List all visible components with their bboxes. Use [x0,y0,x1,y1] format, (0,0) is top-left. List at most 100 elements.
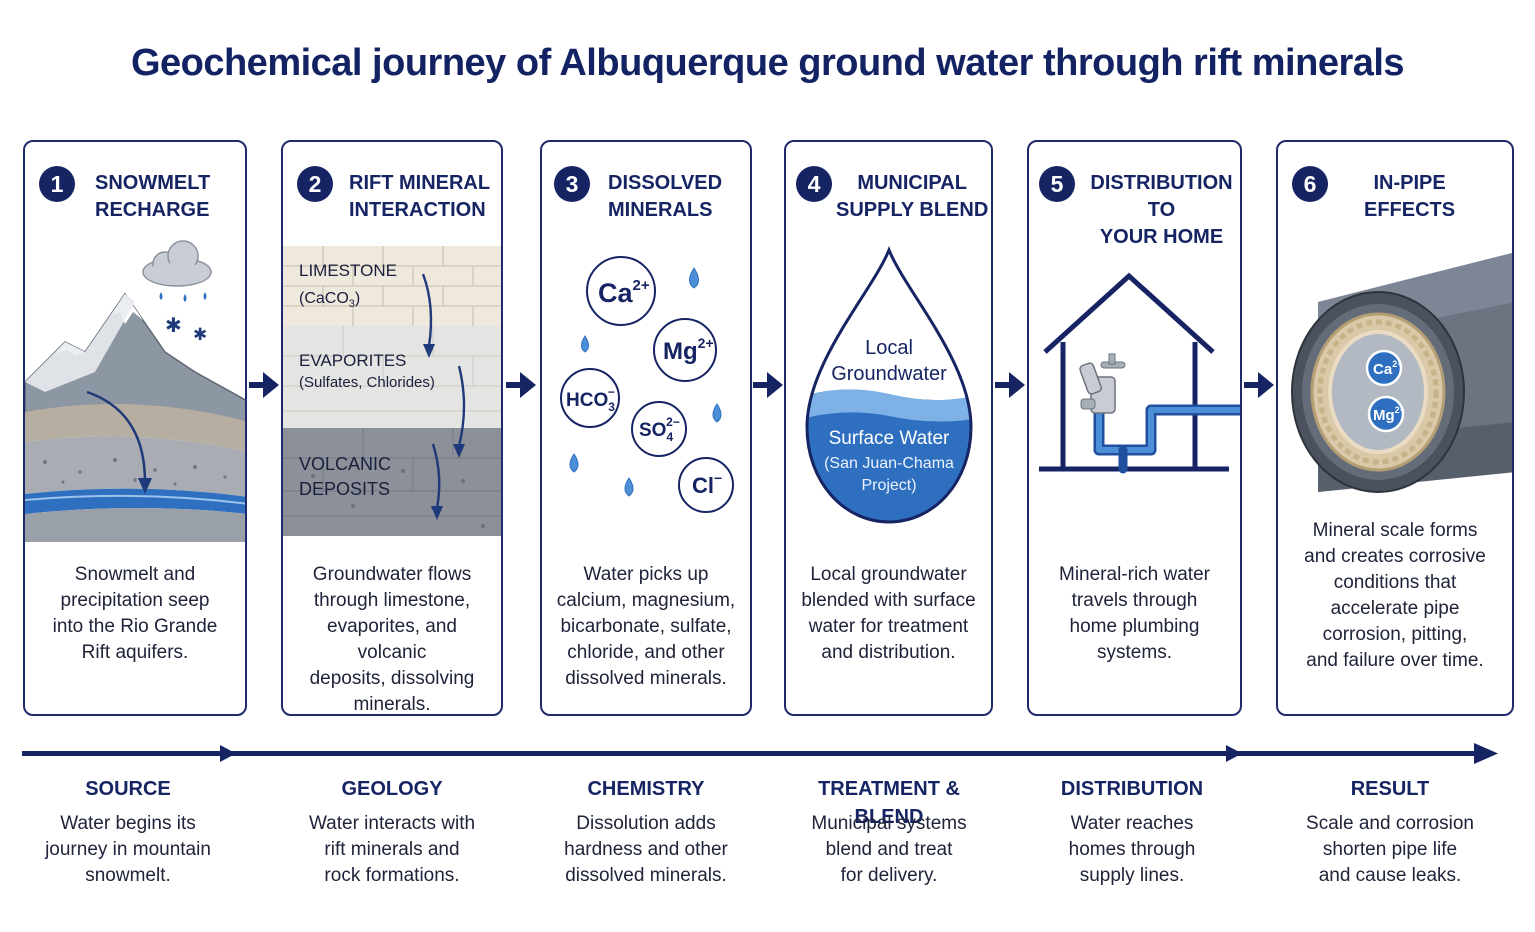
description-line: hardness and other [564,839,728,860]
description-line: Groundwater flows [312,564,472,585]
description-line: Dissolution adds [576,813,716,834]
description-line: home plumbing [1069,616,1200,637]
panel-heading-line: DISTRIBUTION TO [1090,172,1233,221]
description-line: Mineral-rich water [1059,564,1210,585]
flow-arrow-icon [753,372,783,398]
flow-arrow-icon [995,372,1025,398]
description-line: conditions that [1333,572,1457,593]
description-line: dissolved minerals. [565,668,727,689]
description-line: supply lines. [1079,865,1185,886]
dissolved-ions-illustration: Ca2+ Mg2+ HCO3− SO42− Cl− [560,256,734,513]
panel-description: Water picks up calcium, magnesium, bicar… [542,562,750,692]
water-pipe [1093,404,1240,474]
description-line: snowmelt. [85,865,171,886]
panel-heading-line: DISSOLVED [608,172,723,194]
step-number-2: 2 [297,166,333,202]
stage-chemistry: CHEMISTRY Dissolution adds hardness and … [546,775,746,889]
description-line: Municipal systems [811,813,967,834]
panel-heading-line: MINERALS [608,199,713,221]
panel-heading-line: INTERACTION [349,199,486,221]
description-line: bicarbonate, sulfate, [560,616,732,637]
stage-description: Water reaches homes through supply lines… [1032,811,1232,889]
local-groundwater-label: Local [865,337,913,359]
description-line: Rift aquifers. [81,642,189,663]
description-line: chloride, and other [567,642,725,663]
house-plumbing-illustration [1039,272,1240,474]
stage-label: TREATMENT & BLEND [818,778,960,828]
panel-heading-line: IN-PIPE [1373,172,1446,194]
pipe-calcium-ion: Ca2+ [1373,359,1402,378]
description-line: Scale and corrosion [1306,813,1474,834]
flow-arrow-icon [506,372,536,398]
panel-distribution-to-home: 5 DISTRIBUTION TO YOUR HOME Mineral-rich… [1027,140,1242,716]
corroded-pipe-illustration: Ca2+ Mg2+ [1291,253,1512,493]
description-line: corrosion, pitting, [1322,624,1468,645]
description-line: Mineral scale forms [1312,520,1478,541]
panel-municipal-supply-blend: 4 MUNICIPAL SUPPLY BLEND Local Groundwat… [784,140,993,716]
description-line: journey in mountain [45,839,211,860]
description-line: blended with surface [801,590,976,611]
water-blend-drop-illustration: Local Groundwater Surface Water (San Jua… [805,246,973,524]
stage-description: Scale and corrosion shorten pipe life an… [1285,811,1495,889]
panel-in-pipe-effects: 6 IN-PIPE EFFECTS Ca2+ Mg2+ Mineral scal… [1276,140,1514,716]
step-number-1: 1 [39,166,75,202]
limestone-formula: (CaCO3) [299,290,360,310]
panel-heading: MUNICIPAL SUPPLY BLEND [836,170,988,224]
surface-water-label: Surface Water [829,428,950,449]
rock-layers-illustration: LIMESTONE (CaCO3) EVAPORITES (Sulfates, … [283,246,501,536]
sulfate-ion: SO42− [639,415,680,444]
faucet-icon [1079,353,1126,414]
stage-label: CHEMISTRY [587,778,705,800]
raindrop-icon [159,292,207,302]
step-number-4: 4 [796,166,832,202]
page-title: Geochemical journey of Albuquerque groun… [130,42,1405,84]
pipe-magnesium-ion: Mg2+ [1373,405,1405,424]
panel-heading-line: EFFECTS [1364,199,1456,221]
evaporites-label: EVAPORITES [299,351,406,370]
panel-heading: SNOWMELT RECHARGE [95,170,210,224]
panel-heading-line: SNOWMELT [95,172,211,194]
description-line: into the Rio Grande [52,616,218,637]
description-line: rift minerals and [324,839,460,860]
description-line: Water reaches [1070,813,1194,834]
panel-description: Snowmelt and precipitation seep into the… [25,562,245,666]
svg-text:✱: ✱ [193,325,207,344]
panel-heading: IN-PIPE EFFECTS [1364,170,1455,224]
stage-geology: GEOLOGY Water interacts with rift minera… [287,775,497,889]
stage-description: Water interacts with rift minerals and r… [287,811,497,889]
description-line: accelerate pipe [1330,598,1460,619]
panel-snowmelt-recharge: 1 SNOWMELT RECHARGE ✱ ✱ [23,140,247,716]
panel-heading-line: SUPPLY BLEND [836,199,989,221]
description-line: Snowmelt and [74,564,196,585]
stage-description: Water begins its journey in mountain sno… [28,811,228,889]
description-line: shorten pipe life [1322,839,1458,860]
description-line: deposits, dissolving [309,668,475,689]
timeline-arrow [22,743,1498,764]
project-label: Project) [861,477,916,494]
panel-heading-line: MUNICIPAL [857,172,967,194]
stage-label: SOURCE [85,778,171,800]
volcanic-label: DEPOSITS [299,479,390,499]
description-line: evaporites, and volcanic [327,616,457,663]
flow-arrow-icon [1244,372,1274,398]
house-icon [1039,272,1229,472]
chloride-ion: Cl− [692,470,722,498]
cloud-icon [142,240,212,287]
description-line: Water picks up [583,564,709,585]
stage-distribution: DISTRIBUTION Water reaches homes through… [1032,775,1232,889]
panel-heading-line: YOUR HOME [1099,226,1224,248]
bicarbonate-ion: HCO3− [566,385,615,414]
water-drop-outline [805,246,973,524]
magnesium-ion: Mg2+ [663,335,714,365]
description-line: Water begins its [60,813,196,834]
description-line: calcium, magnesium, [556,590,736,611]
aquifer-layer [25,488,245,514]
description-line: systems. [1097,642,1172,663]
panel-rift-mineral-interaction: 2 RIFT MINERAL INTERACTION [281,140,503,716]
description-line: and distribution. [821,642,956,663]
description-line: water for treatment [808,616,969,637]
step-number-3: 3 [554,166,590,202]
snowflake-icon: ✱ ✱ [165,315,207,344]
stage-source: SOURCE Water begins its journey in mount… [28,775,228,889]
flow-arrow-icon [249,372,279,398]
